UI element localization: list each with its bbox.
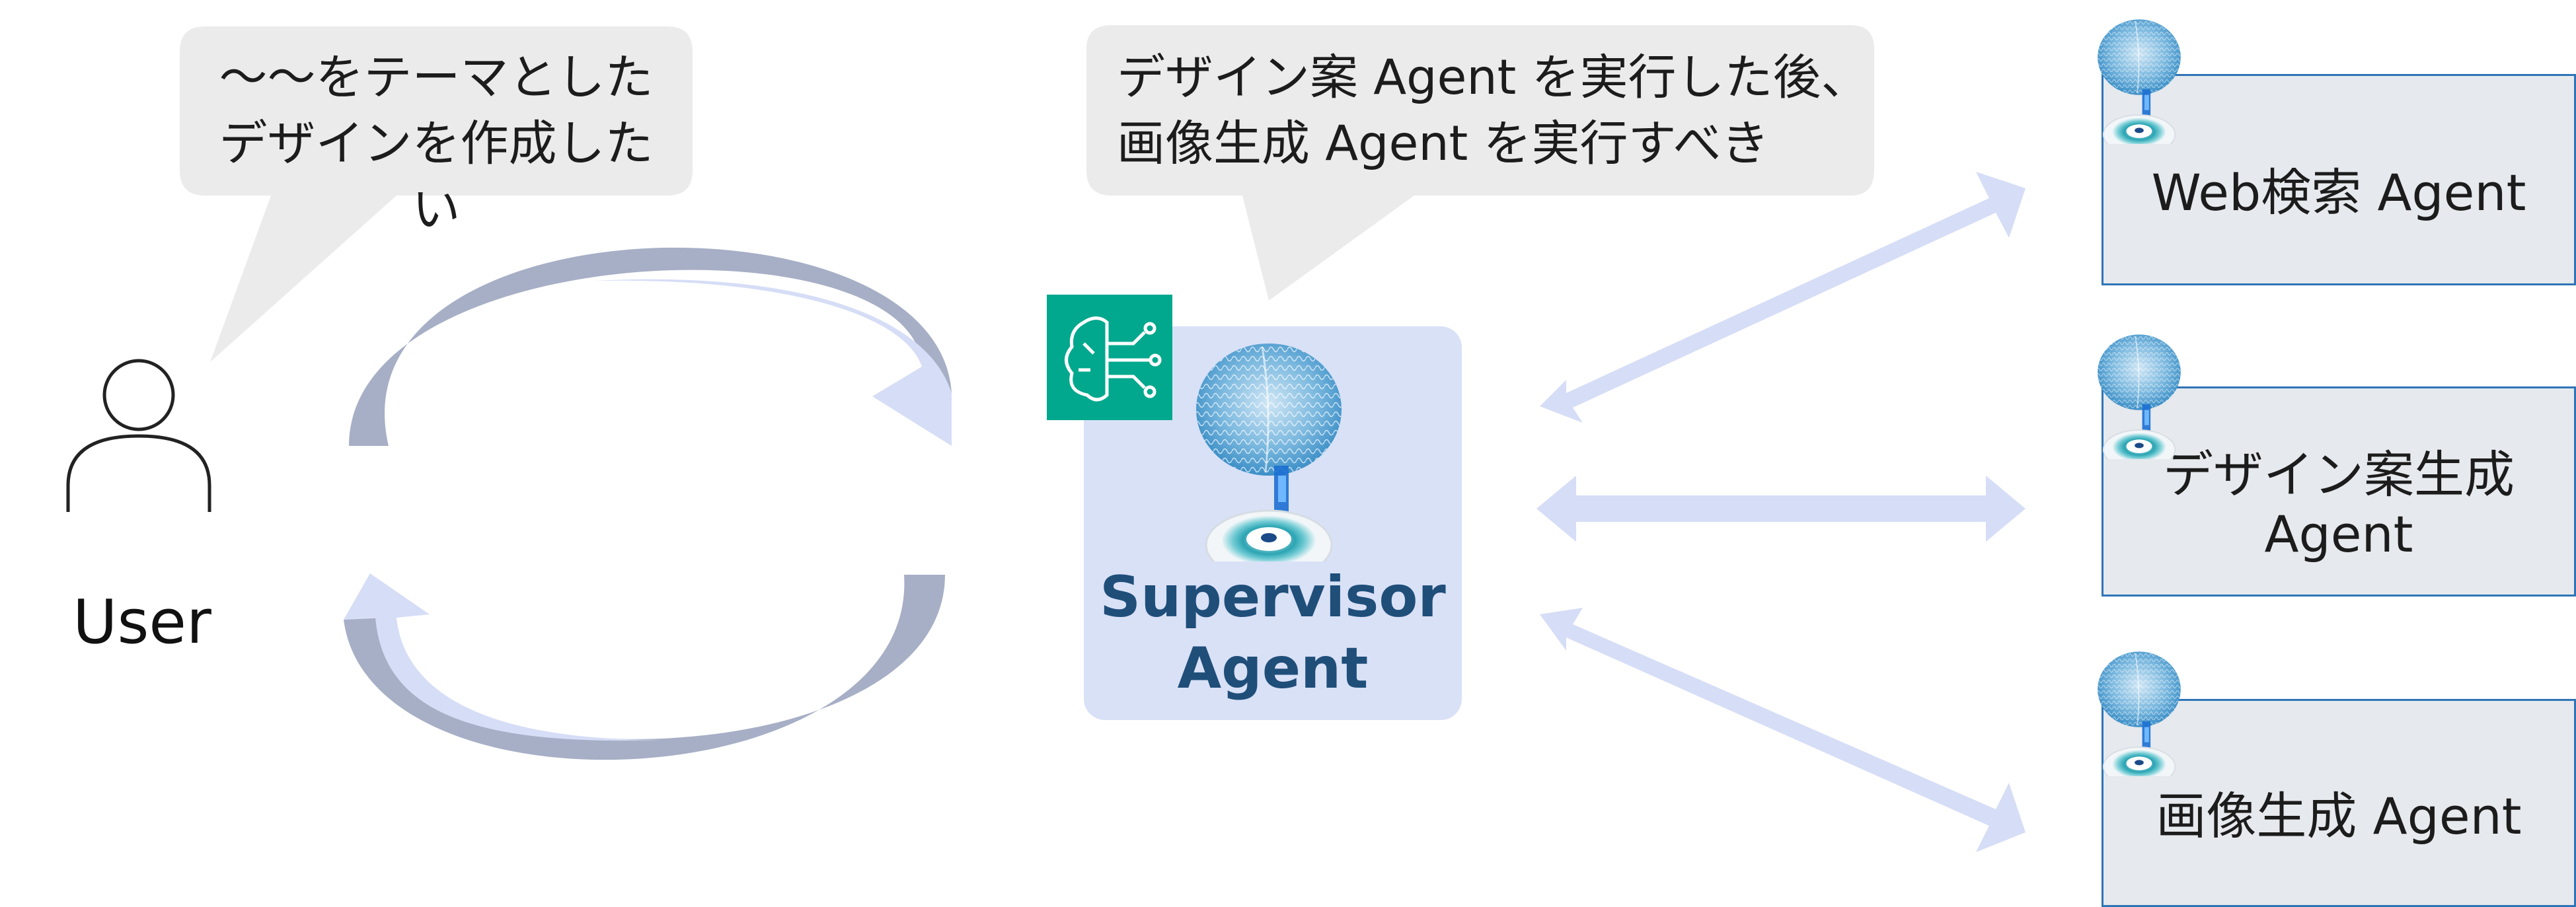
arrow-to-web-search-agent xyxy=(1540,172,2026,423)
bedrock-logo-glyph xyxy=(1065,316,1162,402)
request-cycle-arrow-top xyxy=(349,247,952,446)
response-cycle-arrow-bottom xyxy=(344,573,945,760)
supervisor-speech-text: デザイン案 Agent を実行した後、 画像生成 Agent を実行すべき xyxy=(1117,50,1870,172)
design-agent-box: デザイン案生成 Agent xyxy=(2102,386,2576,597)
image-agent-brain-icon xyxy=(2097,651,2181,776)
web-search-agent-box: Web検索 Agent xyxy=(2102,74,2576,285)
web-search-agent-label: Web検索 Agent xyxy=(2151,163,2526,222)
user-label: User xyxy=(73,587,211,657)
design-agent-brain-icon xyxy=(2097,334,2181,459)
design-agent-label: デザイン案生成 Agent xyxy=(2163,445,2515,563)
supervisor-speech-bubble xyxy=(1086,25,1874,301)
supervisor-agent-label: Supervisor Agent xyxy=(1100,564,1446,702)
user-person-icon xyxy=(66,359,211,512)
arrow-to-image-agent xyxy=(1540,608,2026,852)
user-speech-text: ～～をテーマとした デザインを作成したい xyxy=(219,50,654,238)
image-agent-label: 画像生成 Agent xyxy=(2156,786,2522,846)
user-speech-bubble xyxy=(180,26,693,362)
web-search-agent-brain-icon xyxy=(2097,18,2181,144)
supervisor-brain-hologram-icon xyxy=(1195,342,1343,562)
arrow-to-design-agent xyxy=(1536,476,2026,542)
image-agent-box: 画像生成 Agent xyxy=(2102,699,2576,907)
